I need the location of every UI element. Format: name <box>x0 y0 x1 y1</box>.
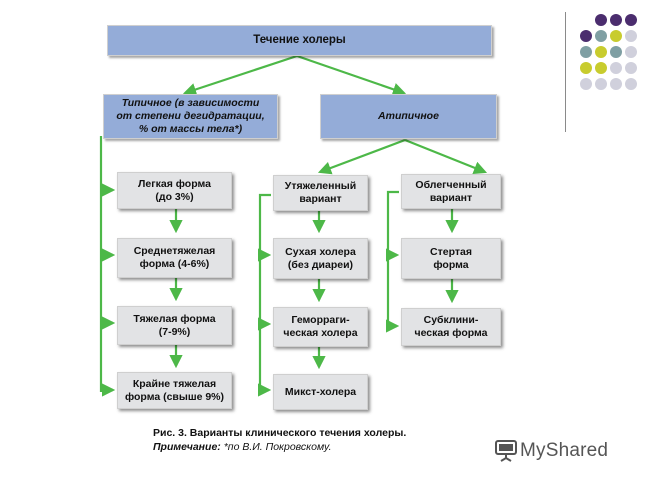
decor-dot <box>625 62 637 74</box>
note-text: *по В.И. Покровскому. <box>220 441 332 453</box>
light-item-subclinical: Субклини- ческая форма <box>401 308 501 346</box>
decor-dot-grid <box>580 14 637 90</box>
decor-dot <box>625 14 637 26</box>
myshared-logo: MyShared <box>494 436 608 466</box>
decor-dot <box>580 30 592 42</box>
decor-dot <box>580 62 592 74</box>
decor-dot <box>595 14 607 26</box>
heavy-item-dry: Сухая холера (без диареи) <box>273 238 368 279</box>
typical-form-severe: Тяжелая форма (7-9%) <box>117 306 232 345</box>
light-item-erased: Стертая форма <box>401 238 501 279</box>
decor-dot <box>625 46 637 58</box>
figure-note: Примечание: *по В.И. Покровскому. <box>153 441 332 453</box>
decor-divider-line <box>565 12 566 132</box>
logo-icon <box>495 440 517 462</box>
typical-form-mild: Легкая форма (до 3%) <box>117 172 232 209</box>
heavy-item-mixed: Микст-холера <box>273 374 368 410</box>
decor-dot <box>610 14 622 26</box>
figure-caption: Рис. 3. Варианты клинического течения хо… <box>153 427 407 439</box>
logo-text: MyShared <box>520 440 609 461</box>
decor-dot <box>580 78 592 90</box>
decor-dot <box>610 78 622 90</box>
note-label: Примечание: <box>153 441 221 453</box>
typical-form-moderate: Среднетяжелая форма (4-6%) <box>117 238 232 278</box>
typical-node: Типичное (в зависимости от степени дегид… <box>103 94 278 139</box>
decor-dot <box>610 30 622 42</box>
decor-dot <box>625 30 637 42</box>
decor-dot <box>595 78 607 90</box>
typical-form-extreme: Крайне тяжелая форма (свыше 9%) <box>117 372 232 409</box>
decor-dot <box>610 46 622 58</box>
light-variant-node: Облегченный вариант <box>401 174 501 209</box>
atypical-node: Атипичное <box>320 94 497 139</box>
decor-dot <box>610 62 622 74</box>
heavy-variant-node: Утяжеленный вариант <box>273 175 368 211</box>
decor-dot <box>595 30 607 42</box>
heavy-item-hemorrhagic: Геморраги- ческая холера <box>273 307 368 347</box>
decor-dot <box>580 46 592 58</box>
root-node: Течение холеры <box>107 25 492 56</box>
decor-dot <box>595 62 607 74</box>
decor-dot <box>595 46 607 58</box>
decor-dot <box>625 78 637 90</box>
